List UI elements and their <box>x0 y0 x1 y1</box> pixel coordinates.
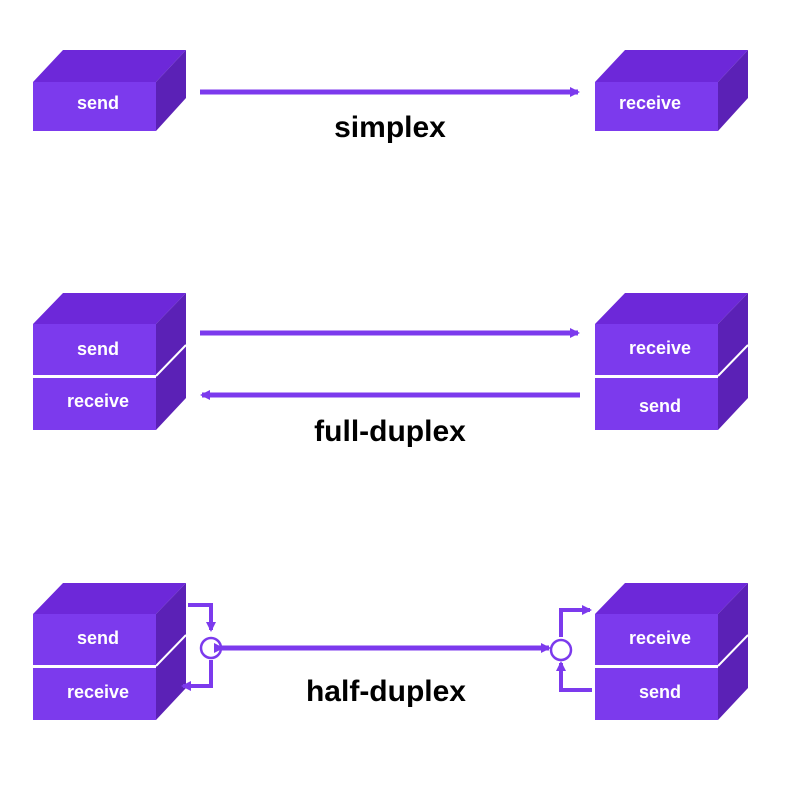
box-top-face <box>33 293 186 324</box>
box-label: receive <box>67 391 129 411</box>
right-send-connector <box>556 661 592 692</box>
box-side-divider <box>717 344 749 377</box>
full-duplex-section: send receive receive send full-duplex <box>33 293 749 448</box>
box-front-face <box>33 668 156 720</box>
box-label: send <box>639 396 681 416</box>
box-front-face <box>33 614 156 665</box>
box-top-face <box>595 50 748 82</box>
full-duplex-label: full-duplex <box>314 415 466 448</box>
simplex-section: send receive simplex <box>33 50 748 144</box>
box-label: receive <box>629 628 691 648</box>
box-front-face <box>595 378 718 430</box>
left-send-connector <box>188 603 216 632</box>
box-label: receive <box>619 93 681 113</box>
box-front-face <box>33 82 156 131</box>
box-label: receive <box>629 338 691 358</box>
box-top-face <box>595 293 748 324</box>
full-duplex-right-stack: receive send <box>595 293 749 430</box>
box-label: send <box>639 682 681 702</box>
box-top-face <box>595 583 748 614</box>
simplex-send-box: send <box>33 50 186 131</box>
box-front-face <box>33 324 156 375</box>
box-top-face <box>33 50 186 82</box>
simplex-label: simplex <box>334 111 446 144</box>
right-switch-node <box>549 638 573 662</box>
box-label: send <box>77 628 119 648</box>
full-duplex-left-stack: send receive <box>33 293 187 430</box>
half-duplex-right-stack: receive send <box>595 583 749 720</box>
box-label: receive <box>67 682 129 702</box>
box-side-face <box>718 50 748 131</box>
half-duplex-left-stack: send receive <box>33 583 187 720</box>
half-duplex-label: half-duplex <box>306 675 466 708</box>
box-label: send <box>77 93 119 113</box>
box-side-divider <box>717 634 749 667</box>
box-front-face <box>595 324 718 375</box>
box-front-face <box>595 614 718 665</box>
left-receive-connector <box>181 660 213 691</box>
simplex-receive-box: receive <box>595 50 748 131</box>
box-side-divider <box>155 344 187 377</box>
right-receive-connector <box>559 605 592 637</box>
box-front-face <box>33 378 156 430</box>
box-label: send <box>77 339 119 359</box>
box-front-face <box>595 82 718 131</box>
box-top-face <box>33 583 186 614</box>
box-front-face <box>595 668 718 720</box>
box-side-divider <box>155 634 187 667</box>
half-duplex-section: send receive receive send half-duplex <box>33 583 749 720</box>
left-switch-node <box>199 636 223 660</box>
box-side-face <box>156 50 186 131</box>
